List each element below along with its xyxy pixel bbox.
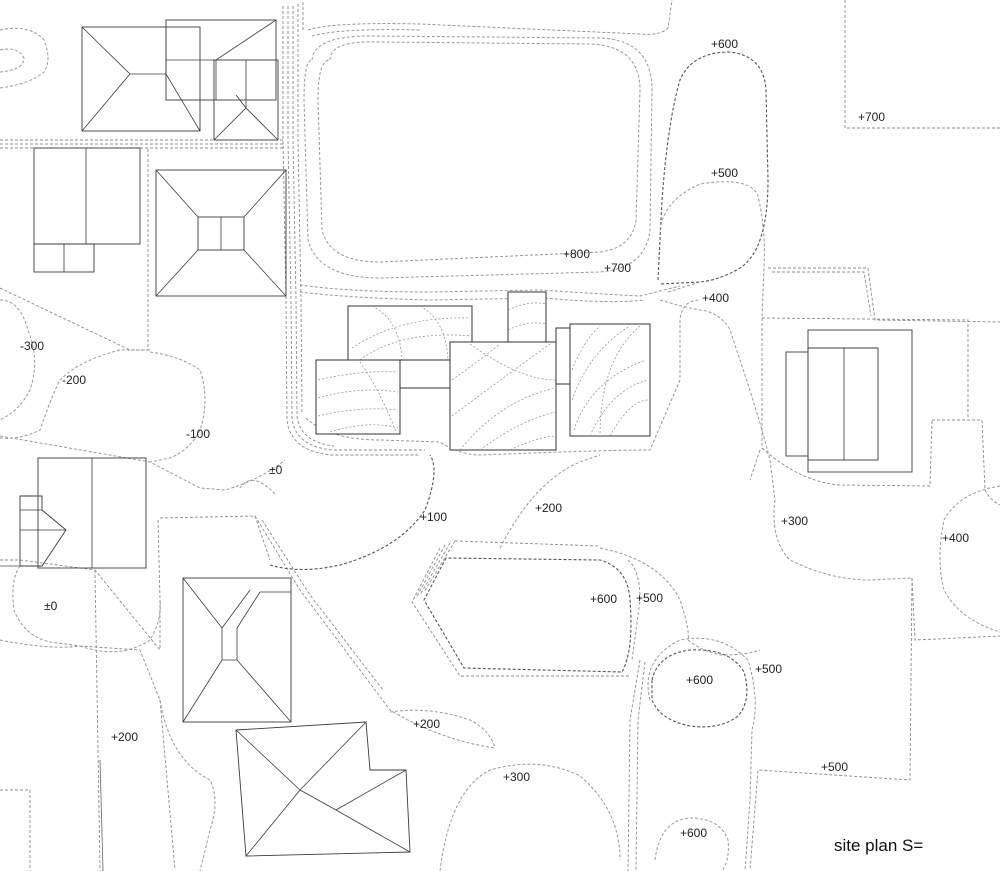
level-label: +500 [755,662,782,676]
building-top-left [81,19,279,141]
building-bottom [235,721,411,857]
level-label: -300 [20,339,44,353]
level-label: +400 [702,291,729,305]
level-label: -200 [62,373,86,387]
project-houses [315,291,651,451]
level-label: +400 [942,531,969,545]
house-d [449,341,557,451]
house-e [569,323,651,437]
level-label: +500 [711,166,738,180]
house-b [507,291,547,345]
level-label: +100 [420,510,447,524]
level-label: ±0 [269,463,283,477]
level-label: +500 [821,760,848,774]
building-left-2 [19,457,147,569]
building-left-1 [33,147,141,273]
level-label: +600 [711,37,738,51]
level-label: +300 [503,770,530,784]
level-label: +600 [590,592,617,606]
house-connector [399,359,451,389]
house-c [315,359,401,435]
level-label: +600 [680,826,707,840]
building-pyramid [155,169,287,297]
level-label: ±0 [44,599,58,613]
house-connector-2 [555,327,571,385]
level-label: -100 [186,427,210,441]
level-label: +200 [535,501,562,515]
contour-lines [0,27,1000,871]
level-label: +200 [111,730,138,744]
level-label: +500 [636,591,663,605]
level-label: +600 [686,673,713,687]
level-label: +700 [604,261,631,275]
site-plan-caption: site plan S= [834,836,923,855]
building-centre-left [182,577,292,723]
level-label: +700 [858,110,885,124]
level-labels: +600 +700 +500 +800 +700 +400 -300 -200 … [20,37,969,840]
neighbor-buildings [19,19,913,857]
level-label: +300 [781,514,808,528]
level-label: +800 [563,247,590,261]
level-label: +200 [413,717,440,731]
building-right [785,329,913,473]
misc-lines [0,565,104,871]
